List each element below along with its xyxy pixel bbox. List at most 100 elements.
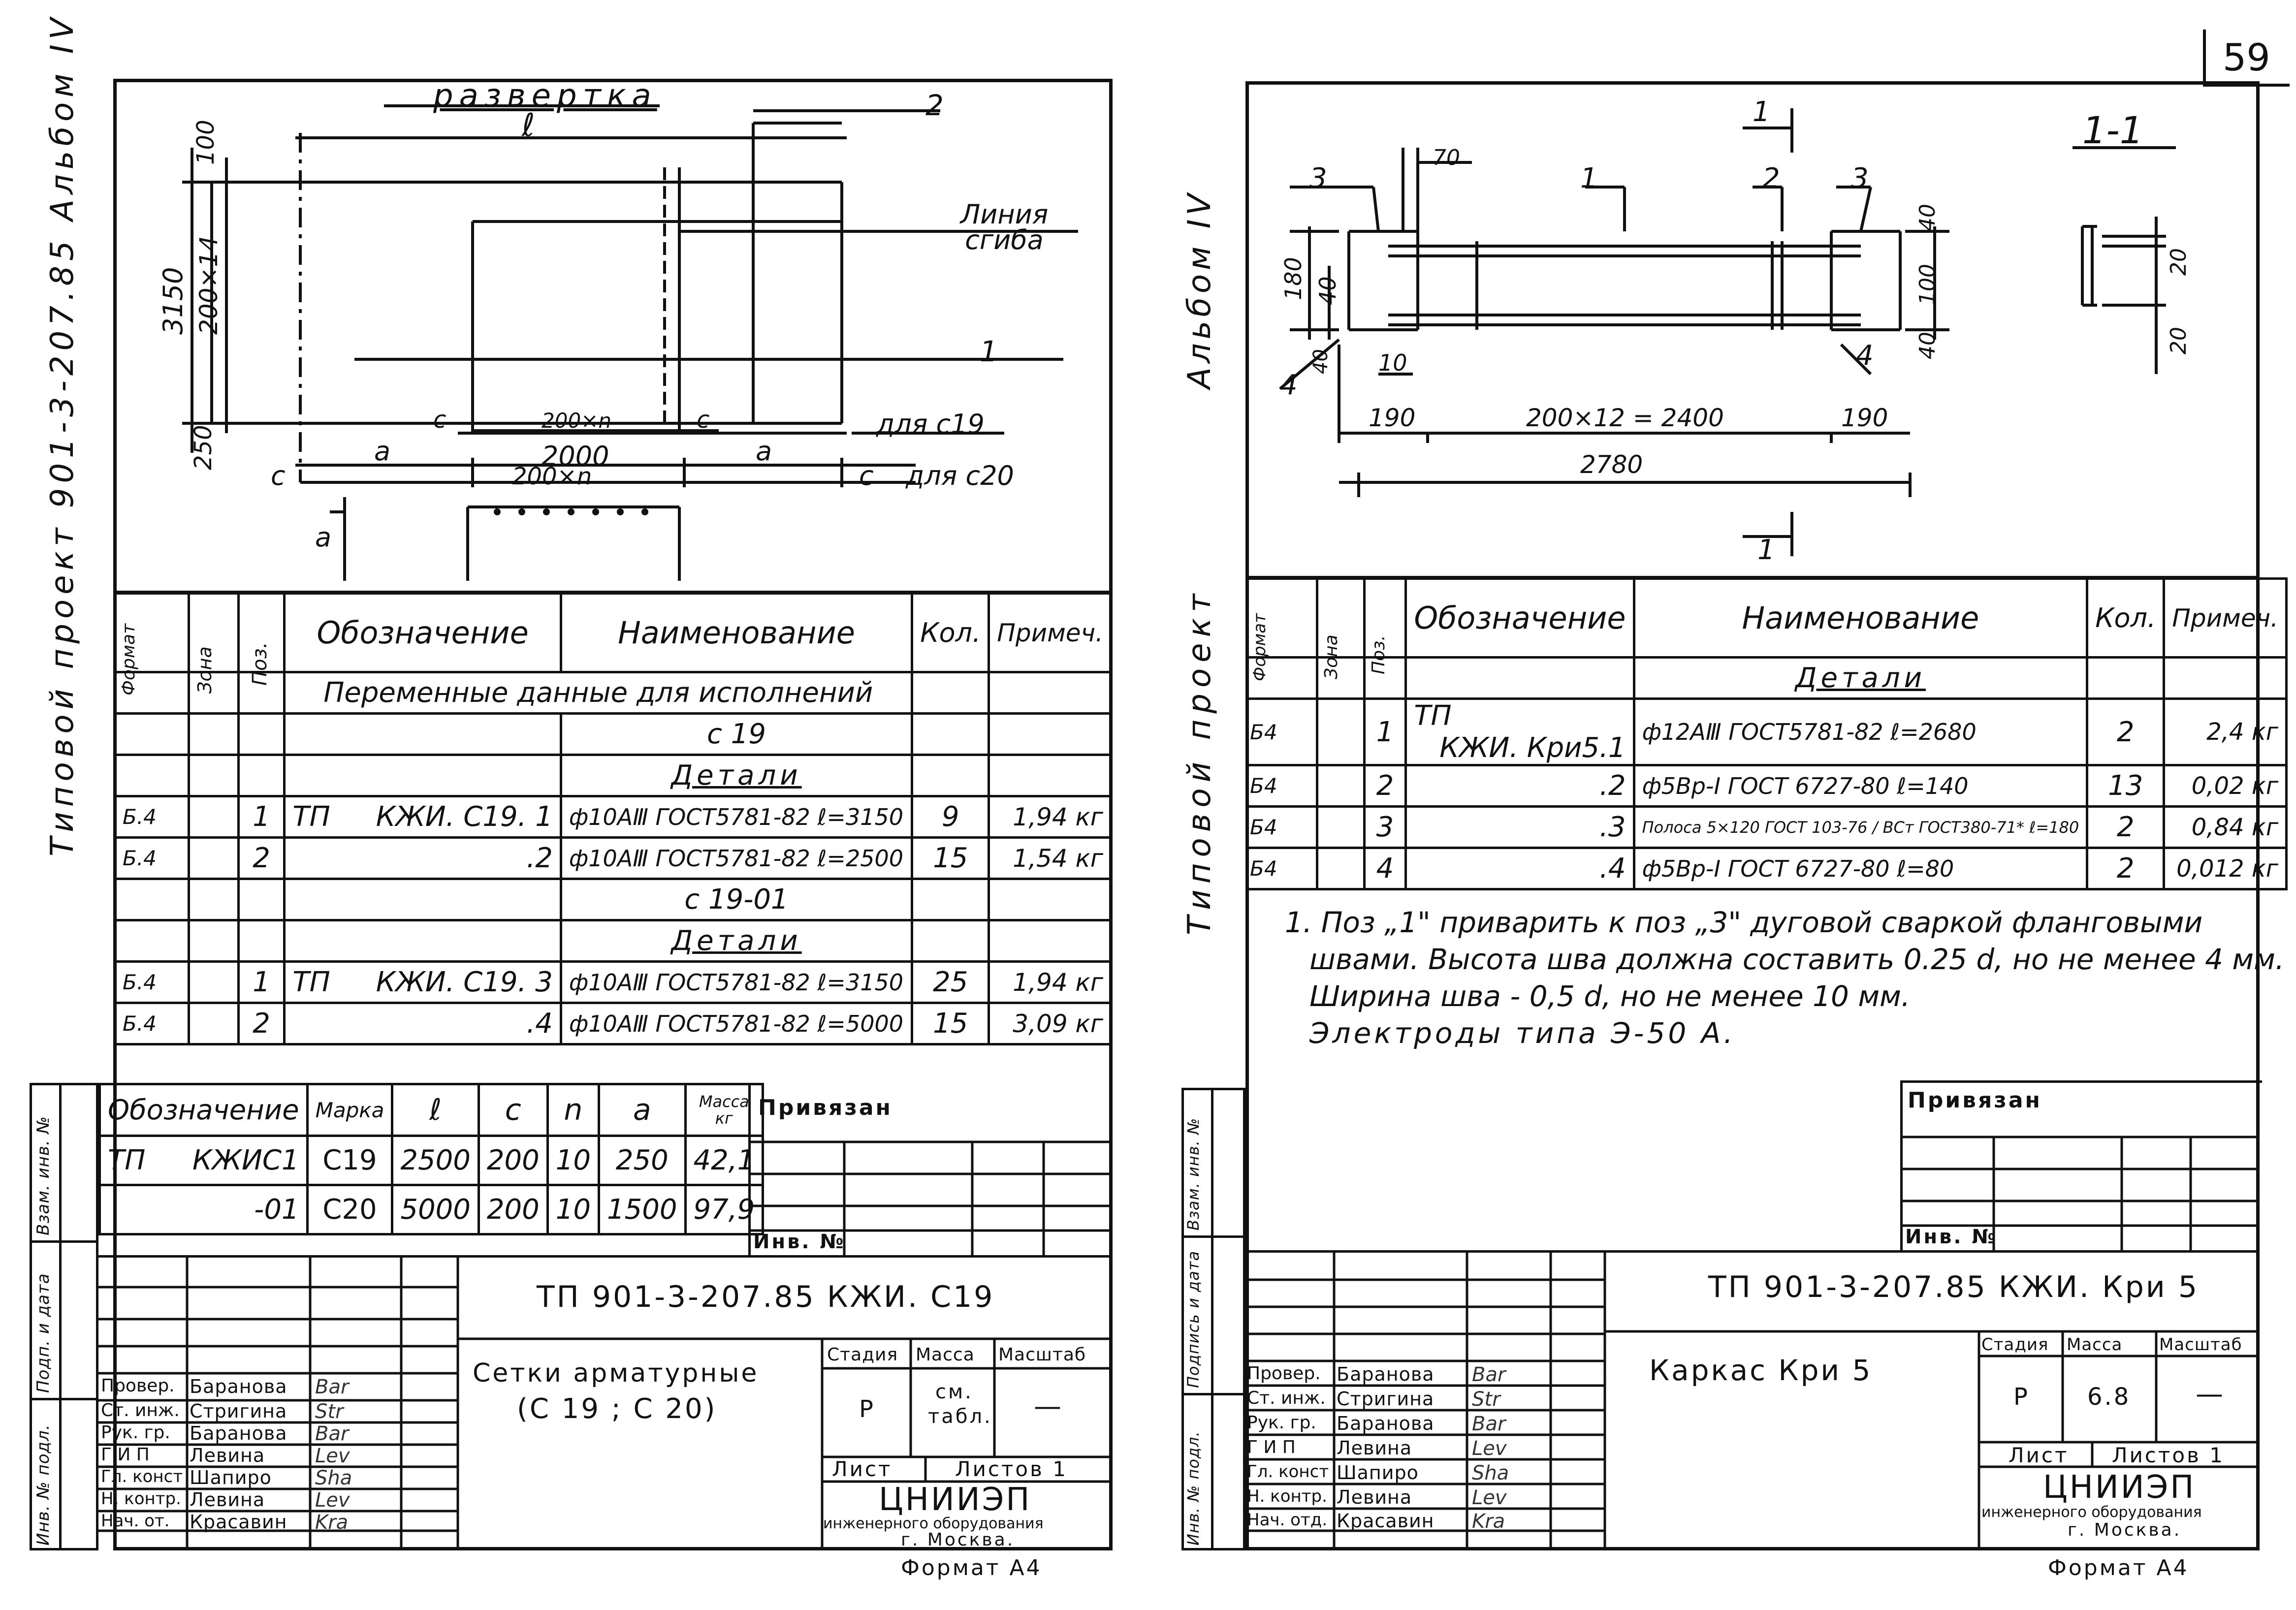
left-format: Формат А4	[901, 1555, 1042, 1580]
label-2: 2	[925, 89, 944, 122]
dim-200xn-top: 200×n	[542, 409, 611, 433]
header-pos: Поз.	[1363, 577, 1407, 674]
left-strip	[30, 1083, 98, 1550]
dim-190-right: 190	[1841, 404, 1888, 432]
table-row: Б4 4 .4 ф5Вр-Ⅰ ГОСТ 6727-80 ℓ=80 2 0,012…	[1245, 847, 2288, 890]
label-l: ℓ	[522, 107, 535, 144]
dim-70: 70	[1433, 145, 1460, 170]
pos-label-3b: 3	[1851, 162, 1869, 194]
label-a-3: a	[315, 522, 332, 553]
pos-label-4a: 4	[1280, 369, 1298, 401]
cut-label-2: 1	[1757, 534, 1775, 566]
header-zone: Зона	[1315, 577, 1366, 679]
left-mass-1: см.	[935, 1381, 973, 1403]
page-number: 59	[2223, 35, 2270, 79]
right-org-2: инженерного оборудования	[1981, 1504, 2202, 1521]
header-name: Наименование	[1632, 577, 2089, 659]
header-pos: Поз.	[237, 592, 286, 686]
label-a-2: a	[756, 436, 772, 467]
header-zone: Зона	[188, 592, 240, 694]
drawing-title-razvertka: развертка	[433, 78, 657, 114]
label-for-c19: для с19	[876, 409, 985, 440]
right-spec-table: Формат Зона Поз. Обозначение Наименовани…	[1245, 577, 2288, 890]
left-org-2: инженерного оборудования	[823, 1515, 1044, 1532]
left-drawing-name-2: (С 19 ; С 20)	[517, 1393, 717, 1425]
dim-190-left: 190	[1369, 404, 1416, 432]
table-row: Б.4 2 .2 ф10АⅢ ГОСТ5781-82 ℓ=2500 15 1,5…	[113, 836, 1113, 880]
left-drawing-bottom-border	[113, 591, 1113, 594]
left-sheet-header: Лист	[832, 1457, 893, 1481]
right-mass-header: Масса	[2067, 1335, 2123, 1355]
right-drawing-code: ТП 901-3-207.85 КЖИ. Кри 5	[1708, 1270, 2200, 1304]
details-heading-2: Детали	[559, 919, 914, 963]
left-sheets-header: Листов 1	[955, 1457, 1068, 1481]
right-binding-label: Привязан	[1908, 1088, 2042, 1113]
right-mass: 6.8	[2087, 1383, 2131, 1411]
page-number-box	[2203, 30, 2290, 87]
header-format: Формат	[113, 592, 191, 695]
details-heading: Детали	[1632, 656, 2089, 700]
left-mass-2: табл.	[928, 1405, 992, 1428]
header-qty: Кол.	[911, 592, 990, 673]
left-binding-block	[748, 1085, 1115, 1255]
right-scale-header: Масштаб	[2159, 1335, 2242, 1355]
dim-10: 10	[1378, 349, 1407, 376]
label-fold-line: Линия сгиба	[960, 199, 1049, 255]
dim-200xn-bot: 200×n	[512, 463, 592, 490]
dim-2400: 200×12 = 2400	[1526, 404, 1724, 432]
right-stage: Р	[2013, 1383, 2030, 1411]
pos-label-4b: 4	[1856, 340, 1874, 372]
right-scale: —	[2196, 1378, 2225, 1410]
table-row: Б4 2 .2 ф5Вр-Ⅰ ГОСТ 6727-80 ℓ=140 13 0,0…	[1245, 764, 2288, 808]
header-note: Примеч.	[988, 592, 1113, 673]
group-c19: с 19	[559, 712, 914, 756]
label-c-4: c	[859, 460, 874, 491]
left-binding-label: Привязан	[758, 1095, 893, 1120]
details-heading-1: Детали	[559, 754, 914, 797]
left-scale-header: Масштаб	[998, 1345, 1086, 1365]
label-1: 1	[980, 335, 998, 368]
left-stage-header: Стадия	[827, 1345, 898, 1365]
label-c-3: c	[271, 460, 286, 491]
label-c-2: c	[697, 406, 710, 434]
right-left-strip	[1181, 1088, 1245, 1550]
pos-label-2: 2	[1762, 162, 1780, 194]
cut-label-1: 1	[1753, 96, 1770, 128]
left-spec-table: Формат Зона Поз. Обозначение Наименовани…	[113, 592, 1113, 1045]
label-a-1: a	[374, 436, 391, 467]
left-inv-number-label: Инв. №	[753, 1231, 846, 1253]
table-row: Б.4 2 .4 ф10АⅢ ГОСТ5781-82 ℓ=5000 15 3,0…	[113, 1002, 1113, 1045]
pos-label-3a: 3	[1309, 162, 1327, 194]
right-inv-number-label: Инв. №	[1905, 1226, 1998, 1248]
left-org-1: ЦНИИЭП	[879, 1482, 1032, 1518]
right-format: Формат А4	[2048, 1555, 2189, 1580]
header-format: Формат	[1245, 577, 1318, 681]
header-designation: Обозначение	[1404, 577, 1635, 659]
left-stage: Р	[859, 1395, 875, 1423]
header-name: Наименование	[559, 592, 914, 673]
header-designation: Обозначение	[283, 592, 562, 673]
left-drawing-code: ТП 901-3-207.85 КЖИ. С19	[537, 1280, 995, 1314]
label-for-c20: для с20	[906, 460, 1014, 491]
pos-label-1: 1	[1580, 162, 1598, 194]
right-sheet-header: Лист	[2009, 1443, 2069, 1467]
right-sheets-header: Листов 1	[2112, 1443, 2225, 1467]
header-note: Примеч.	[2163, 577, 2288, 659]
dim-2780: 2780	[1580, 450, 1643, 479]
label-c-1: c	[433, 406, 446, 434]
section-title: 1-1	[2082, 108, 2144, 152]
group-c19-01: с 19-01	[559, 878, 914, 921]
table-row: -01 С20 5000 200 10 1500 97,9	[98, 1184, 765, 1235]
table-row: Б4 3 .3 Полоса 5×120 ГОСТ 103-76 / ВСт Г…	[1245, 805, 2288, 849]
variable-data-note: Переменные данные для исполнений	[283, 671, 914, 715]
left-mass-header: Масса	[916, 1345, 975, 1365]
